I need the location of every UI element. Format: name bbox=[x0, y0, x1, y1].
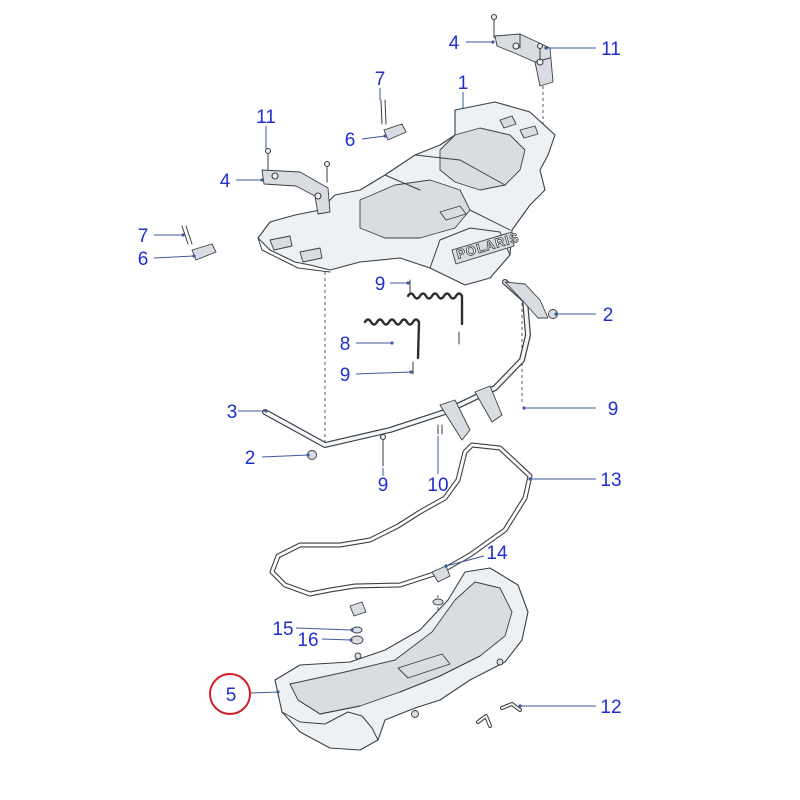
callout-2-right: 2 bbox=[603, 305, 614, 326]
callout-6-upper: 6 bbox=[345, 130, 356, 151]
hinge-pins bbox=[476, 702, 522, 728]
callout-7-upper: 7 bbox=[375, 69, 386, 90]
callout-9-spring-bottom: 9 bbox=[340, 365, 351, 386]
callout-11-left: 11 bbox=[256, 107, 276, 128]
callout-9-right: 9 bbox=[608, 399, 619, 420]
latch-upper bbox=[380, 99, 407, 141]
callout-11-upper: 11 bbox=[601, 39, 621, 60]
main-body-panel: POLARIS bbox=[257, 101, 556, 286]
callout-4-upper: 4 bbox=[449, 33, 460, 54]
callout-8: 8 bbox=[340, 334, 351, 355]
callout-12: 12 bbox=[600, 697, 621, 718]
latch-left bbox=[181, 225, 217, 261]
callout-9-rod: 9 bbox=[378, 475, 389, 496]
bracket-left bbox=[261, 147, 331, 215]
callout-2-left: 2 bbox=[245, 448, 256, 469]
callout-9-spring-top: 9 bbox=[375, 274, 386, 295]
callout-10: 10 bbox=[427, 475, 448, 496]
callout-13: 13 bbox=[600, 470, 621, 491]
springs bbox=[363, 279, 464, 375]
callout-16: 16 bbox=[297, 630, 318, 651]
callout-3: 3 bbox=[227, 402, 238, 423]
callout-14: 14 bbox=[486, 543, 508, 564]
highlight-circle bbox=[209, 673, 251, 715]
callout-4-left: 4 bbox=[220, 171, 231, 192]
callout-15: 15 bbox=[272, 619, 293, 640]
bracket-upper-right bbox=[490, 13, 554, 87]
callout-7-left: 7 bbox=[138, 226, 149, 247]
leader-lines bbox=[153, 40, 596, 708]
callout-1: 1 bbox=[458, 73, 469, 94]
callout-labels: 1 2 2 3 4 4 5 6 6 7 7 8 9 9 9 9 10 11 11… bbox=[138, 33, 622, 718]
storage-tray bbox=[274, 565, 529, 751]
callout-5: 5 bbox=[226, 685, 237, 706]
callout-6-left: 6 bbox=[138, 249, 149, 270]
seal-gasket bbox=[269, 442, 533, 597]
frame-rod bbox=[262, 279, 549, 467]
